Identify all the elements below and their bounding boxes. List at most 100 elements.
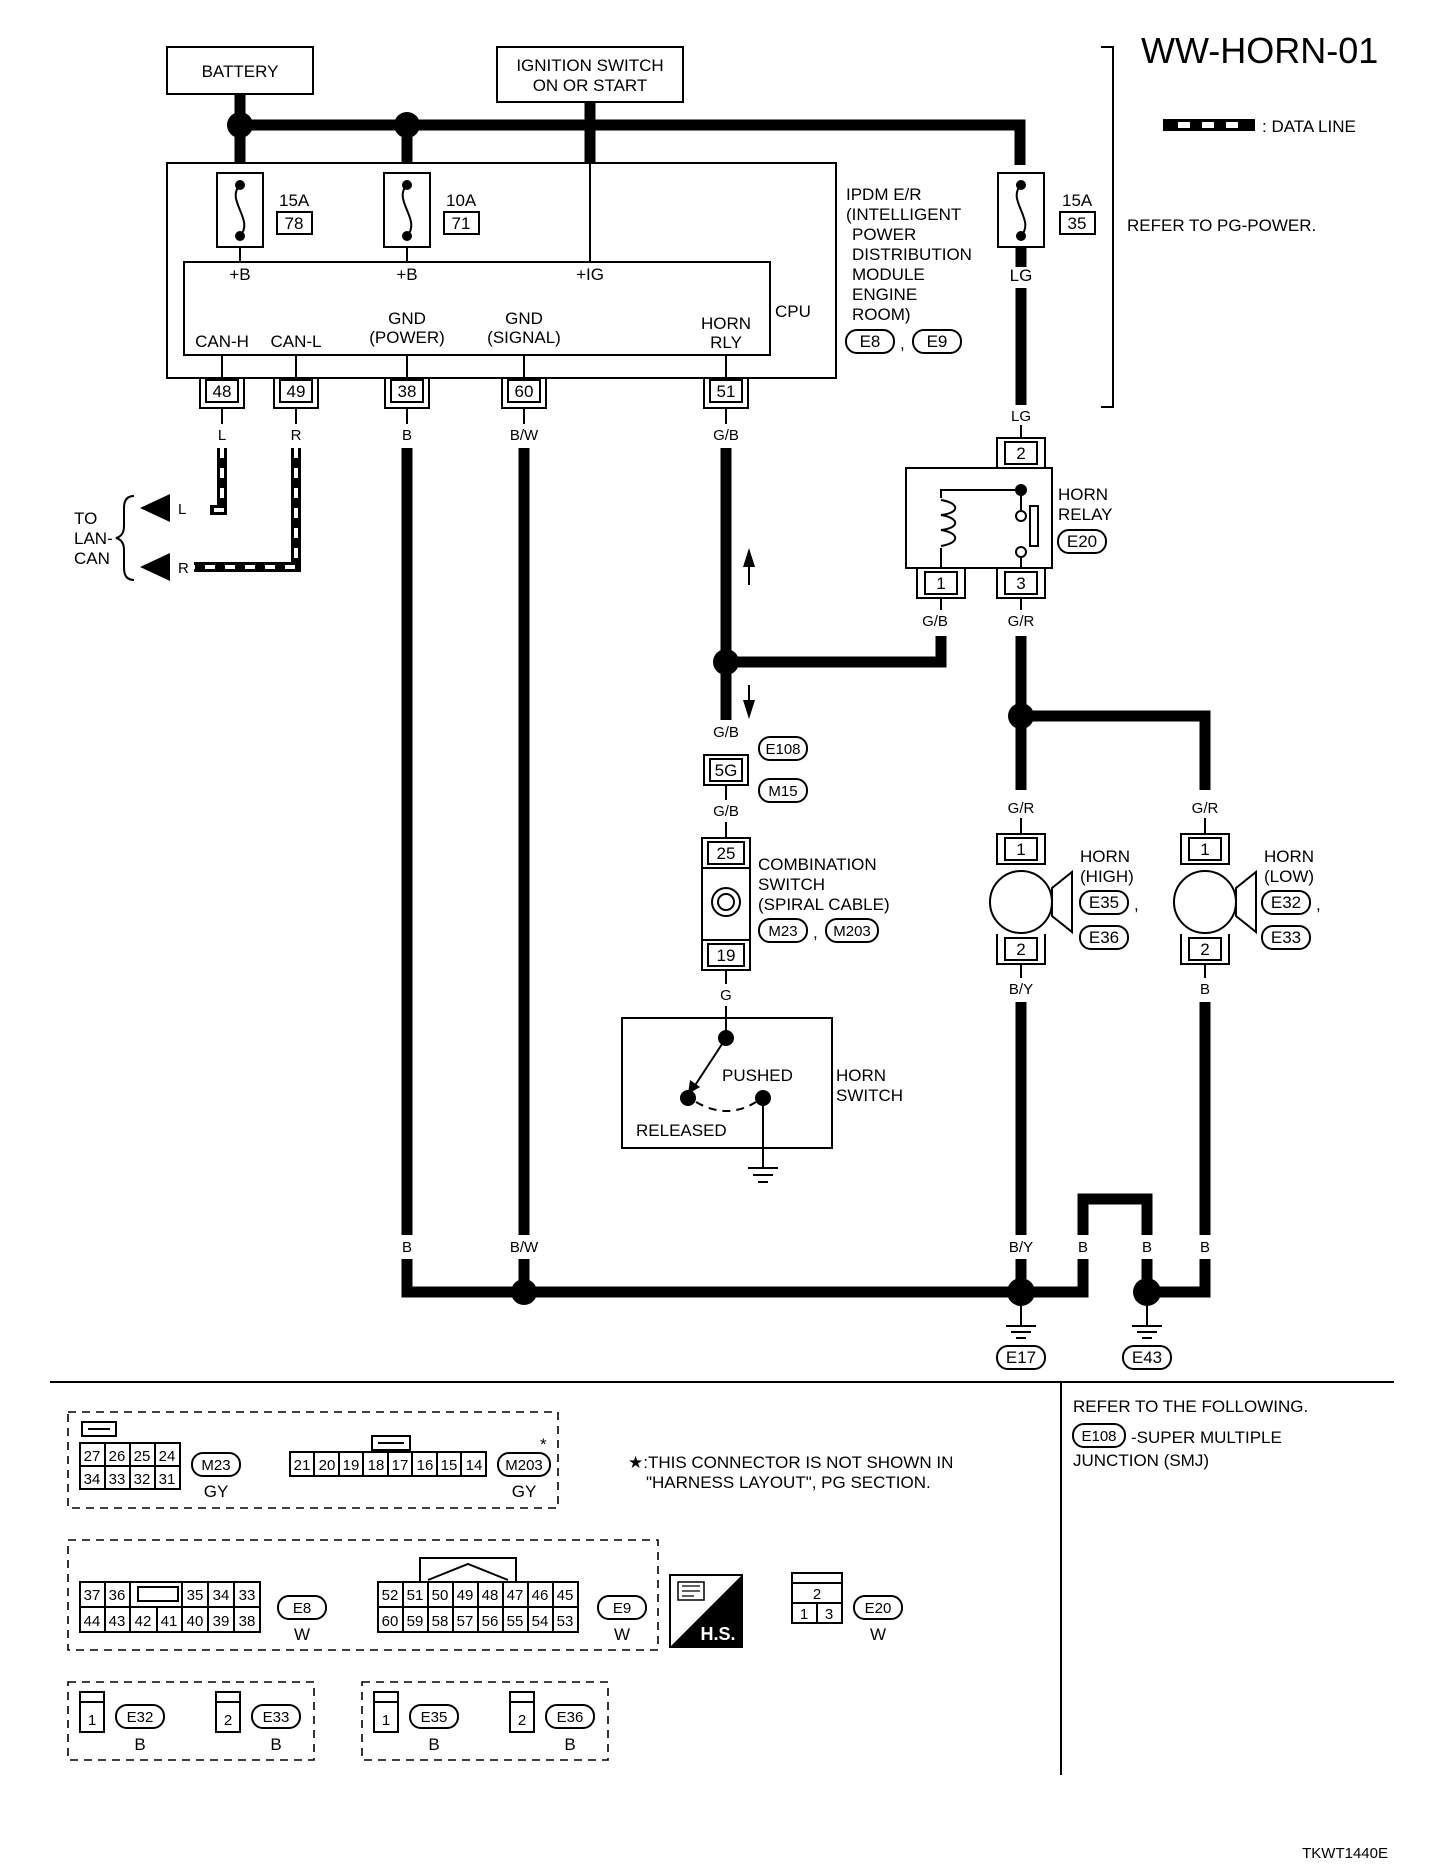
horn-high-conn1: E35 <box>1089 893 1119 912</box>
e20-name: E20 <box>865 1600 892 1617</box>
pin-label-gnd-power-1: GND <box>388 309 426 328</box>
wire-label-b-38: B <box>402 427 412 444</box>
m23-pin-33: 33 <box>109 1471 126 1488</box>
e33-pin: 2 <box>224 1712 232 1729</box>
data-line-legend-label: : DATA LINE <box>1262 117 1356 136</box>
joint-wire-bottom: G/B <box>713 803 739 820</box>
relay-armature <box>1029 505 1039 547</box>
e8-color: W <box>294 1625 310 1644</box>
m23-pin-32: 32 <box>134 1471 151 1488</box>
fuse-71-amps: 10A <box>446 191 477 210</box>
relay-pin-2 <box>996 437 1046 469</box>
horn-high-icon <box>989 870 1053 934</box>
fuse-71-terminal: +B <box>396 265 417 284</box>
joint-conn-m15-oval <box>758 778 808 803</box>
wire-horn-low-b <box>1147 1002 1211 1298</box>
comb-name-1: COMBINATION <box>758 855 877 874</box>
e9-pin-46: 46 <box>532 1587 549 1604</box>
ipdm-name-1: IPDM E/R <box>846 185 922 204</box>
refer-line-2: -SUPER MULTIPLE <box>1131 1428 1282 1447</box>
horn-low-bell-icon <box>1235 869 1257 935</box>
e9-pin-51: 51 <box>407 1587 424 1604</box>
horn-high-bell-icon <box>1051 869 1073 935</box>
ipdm-name-6: ENGINE <box>852 285 917 304</box>
comb-pin-bottom: 19 <box>717 946 736 965</box>
m23-pin-34: 34 <box>84 1471 101 1488</box>
ipdm-pin-49-num: 49 <box>287 382 306 401</box>
group-e8-e9 <box>67 1539 659 1651</box>
e9-pin-52: 52 <box>382 1587 399 1604</box>
m203-pin-15: 15 <box>441 1457 458 1474</box>
comb-conn-sep: , <box>813 923 818 942</box>
e9-pin-53: 53 <box>557 1613 574 1630</box>
fuse-35-amps: 15A <box>1062 191 1093 210</box>
ipdm-cpu <box>183 261 771 356</box>
fuse-78-terminal: +B <box>229 265 250 284</box>
horn-low-icon <box>1173 870 1237 934</box>
relay-wire-top: LG <box>1011 408 1031 425</box>
joint-conn-e108: E108 <box>765 741 800 758</box>
ground-wire-b-1: B <box>402 1239 412 1256</box>
refer-line-3: JUNCTION (SMJ) <box>1073 1451 1209 1470</box>
e8-oval <box>277 1595 327 1620</box>
fuse-78 <box>216 172 264 262</box>
horn-high-wire-top: G/R <box>1008 800 1035 817</box>
splice-gb <box>713 649 739 675</box>
relay-pin-right-num: 3 <box>1016 574 1025 593</box>
ground-e43-label: E43 <box>1132 1348 1162 1367</box>
joint-wire-top: G/B <box>713 724 739 741</box>
e8-connector-face <box>79 1581 261 1633</box>
horn-high-pin-bottom: 2 <box>1016 940 1025 959</box>
e8-pin-35: 35 <box>187 1587 204 1604</box>
refer-conn-oval <box>1072 1423 1126 1448</box>
wire-battery-bus <box>240 119 1026 165</box>
e9-name: E9 <box>613 1600 631 1617</box>
battery-label: BATTERY <box>202 62 279 81</box>
ground-e17-label: E17 <box>1006 1348 1036 1367</box>
e9-connector-face <box>377 1557 579 1633</box>
horn-high-conn1-oval <box>1079 890 1129 915</box>
relay-pin-top-num: 2 <box>1016 444 1025 463</box>
image-code: TKWT1440E <box>1302 1845 1388 1862</box>
ipdm-conn-e8: E8 <box>860 332 881 351</box>
m23-name: M23 <box>201 1457 230 1474</box>
horn-low-conn1: E32 <box>1271 893 1301 912</box>
horn-low-pin-1 <box>1180 833 1230 865</box>
ground-e17-oval <box>996 1345 1046 1370</box>
ground-wire-bw: B/W <box>510 1239 539 1256</box>
wire-relay-coil-gb <box>726 636 947 668</box>
pin-label-gnd-signal-2: (SIGNAL) <box>487 328 561 347</box>
relay-name-1: HORN <box>1058 485 1108 504</box>
wire-label-bw-60: B/W <box>510 427 539 444</box>
e33-color: B <box>270 1735 281 1754</box>
m203-pin-17: 17 <box>392 1457 409 1474</box>
e9-pin-56: 56 <box>482 1613 499 1630</box>
horn-low-sep: , <box>1316 895 1321 914</box>
arrow-down-icon <box>743 700 755 719</box>
relay-pin-left-num: 1 <box>936 574 945 593</box>
horn-high-conn2-oval <box>1079 925 1129 950</box>
fuse-35-numbox <box>1059 211 1096 235</box>
e9-pin-55: 55 <box>507 1613 524 1630</box>
e9-pin-59: 59 <box>407 1613 424 1630</box>
fuse-71 <box>383 172 431 262</box>
e8-pin-37: 37 <box>84 1587 101 1604</box>
battery-box <box>166 46 314 95</box>
horn-relay-box <box>905 467 1053 569</box>
pin-label-can-h: CAN-H <box>195 332 249 351</box>
relay-wire-right: G/R <box>1008 613 1035 630</box>
ipdm-pin-38-num: 38 <box>398 382 417 401</box>
horn-high-pin-top: 1 <box>1016 840 1025 859</box>
horn-low-wire-bottom: B <box>1200 981 1210 998</box>
horn-high-name-1: HORN <box>1080 847 1130 866</box>
e8-pin-42: 42 <box>135 1613 152 1630</box>
e8-pin-38: 38 <box>239 1613 256 1630</box>
ground-e43-oval <box>1122 1345 1172 1370</box>
gap-b-2 <box>1071 1235 1095 1259</box>
m203-pin-14: 14 <box>466 1457 483 1474</box>
ipdm-pin-48-num: 48 <box>213 382 232 401</box>
ig-terminal-label: +IG <box>576 265 604 284</box>
m23-connector-face <box>79 1442 181 1490</box>
relay-wire-left: G/B <box>922 613 948 630</box>
fuse-35-num: 35 <box>1068 214 1087 233</box>
